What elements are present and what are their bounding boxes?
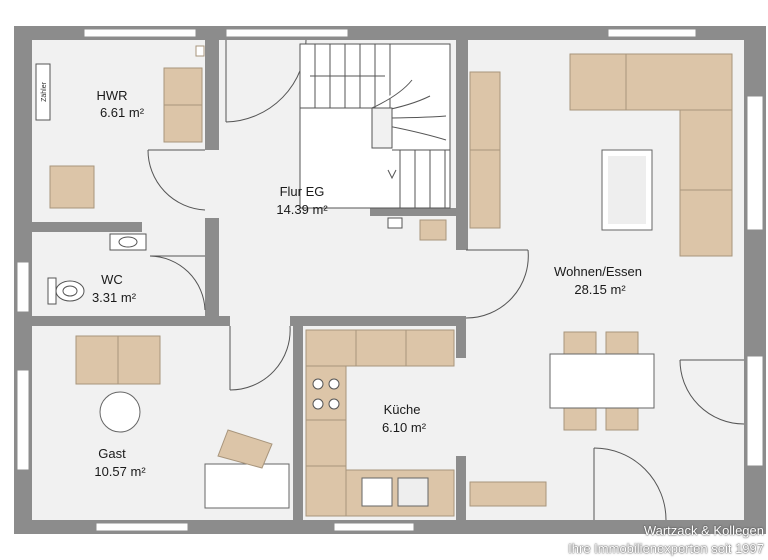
hwr-furniture bbox=[49, 45, 205, 209]
room-name-wc: WC bbox=[101, 272, 123, 287]
room-area-wohnen: 28.15 m² bbox=[574, 282, 626, 297]
room-name-gast: Gast bbox=[98, 446, 126, 461]
kueche-furniture bbox=[305, 329, 455, 517]
watermark-company: Wartzack & Kollegen bbox=[643, 523, 764, 538]
room-area-flur: 14.39 m² bbox=[276, 202, 328, 217]
wohnen-furniture bbox=[469, 53, 733, 507]
room-name-flur: Flur EG bbox=[280, 184, 325, 199]
meter-box bbox=[35, 63, 51, 121]
room-area-hwr: 6.61 m² bbox=[100, 105, 145, 120]
gast-furniture bbox=[75, 335, 290, 509]
staircase bbox=[299, 43, 451, 209]
room-name-kueche: Küche bbox=[384, 402, 421, 417]
windows bbox=[16, 28, 764, 532]
room-area-gast: 10.57 m² bbox=[94, 464, 146, 479]
meter-label: Zähler bbox=[41, 81, 48, 102]
watermark-tagline: Ihre Immobilienexperten seit 1997 bbox=[568, 541, 764, 556]
room-name-hwr: HWR bbox=[96, 88, 127, 103]
room-area-kueche: 6.10 m² bbox=[382, 420, 427, 435]
interior-walls bbox=[32, 40, 468, 520]
flur-furniture bbox=[387, 217, 447, 241]
room-area-wc: 3.31 m² bbox=[92, 290, 137, 305]
room-name-wohnen: Wohnen/Essen bbox=[554, 264, 642, 279]
wc-fixtures bbox=[47, 233, 147, 305]
